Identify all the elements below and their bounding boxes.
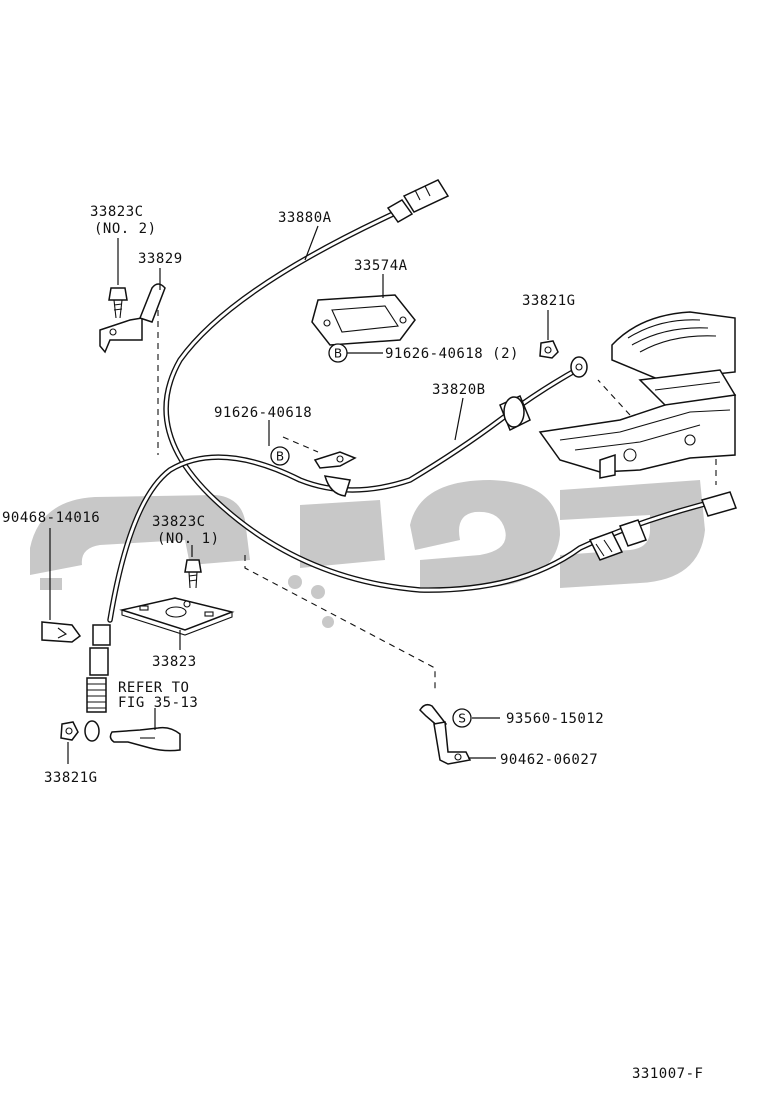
label-90468-14016: 90468-14016: [2, 510, 100, 526]
marker-s-bottom: S: [452, 708, 472, 728]
cable-33880a-end-top: [386, 179, 450, 223]
marker-b-top: B: [328, 343, 348, 363]
label-33821g-bottom: 33821G: [44, 770, 98, 786]
refer-hand-icon: [109, 726, 181, 752]
svg-text:B: B: [334, 347, 342, 361]
svg-text:S: S: [458, 712, 466, 726]
plate-33823: [119, 597, 235, 636]
label-33823c-no1: 33823C: [152, 514, 206, 530]
shifter-assembly: [538, 311, 737, 479]
cable-33880a: [163, 179, 737, 593]
label-91626-40618: 91626-40618: [214, 405, 312, 421]
label-33823c-no2: 33823C: [90, 204, 144, 220]
nut-33821g-top: [539, 340, 559, 359]
label-33820b: 33820B: [432, 382, 486, 398]
marker-b-mid: B: [270, 446, 290, 466]
label-33823c-no2-sub: (NO. 2): [94, 221, 157, 237]
nut-33821g-bottom: [60, 721, 79, 741]
leader-lines: [49, 225, 549, 764]
svg-text:B: B: [276, 450, 284, 464]
clip-90468-14016: [41, 621, 82, 643]
label-33823: 33823: [152, 654, 197, 670]
clamp-91626-40618: [313, 451, 357, 497]
label-refer-fig: FIG 35-13: [118, 695, 198, 711]
label-93560-15012: 93560-15012: [506, 711, 604, 727]
label-33829: 33829: [138, 251, 183, 267]
gasket-33574a: [311, 294, 416, 346]
label-33821g-top: 33821G: [522, 293, 576, 309]
cable-33820b-end-transmission: [84, 624, 111, 742]
watermark-logo: [30, 480, 705, 628]
label-33823c-no1-sub: (NO. 1): [157, 531, 220, 547]
bracket-90462-06027: [419, 703, 472, 765]
label-refer-to: REFER TO: [118, 680, 189, 696]
label-33574a: 33574A: [354, 258, 408, 274]
bolt-33823c-no1: [184, 559, 202, 589]
bolt-33823c-no2: [108, 287, 128, 319]
bracket-33829: [99, 283, 166, 354]
figure-id: 331007-F: [632, 1066, 703, 1082]
cable-33820b-end-shifter: [499, 356, 588, 432]
label-90462-06027: 90462-06027: [500, 752, 598, 768]
label-33880a: 33880A: [278, 210, 332, 226]
cable-33880a-end-right: [588, 491, 737, 561]
label-91626-40618-2: 91626-40618 (2): [385, 346, 519, 362]
